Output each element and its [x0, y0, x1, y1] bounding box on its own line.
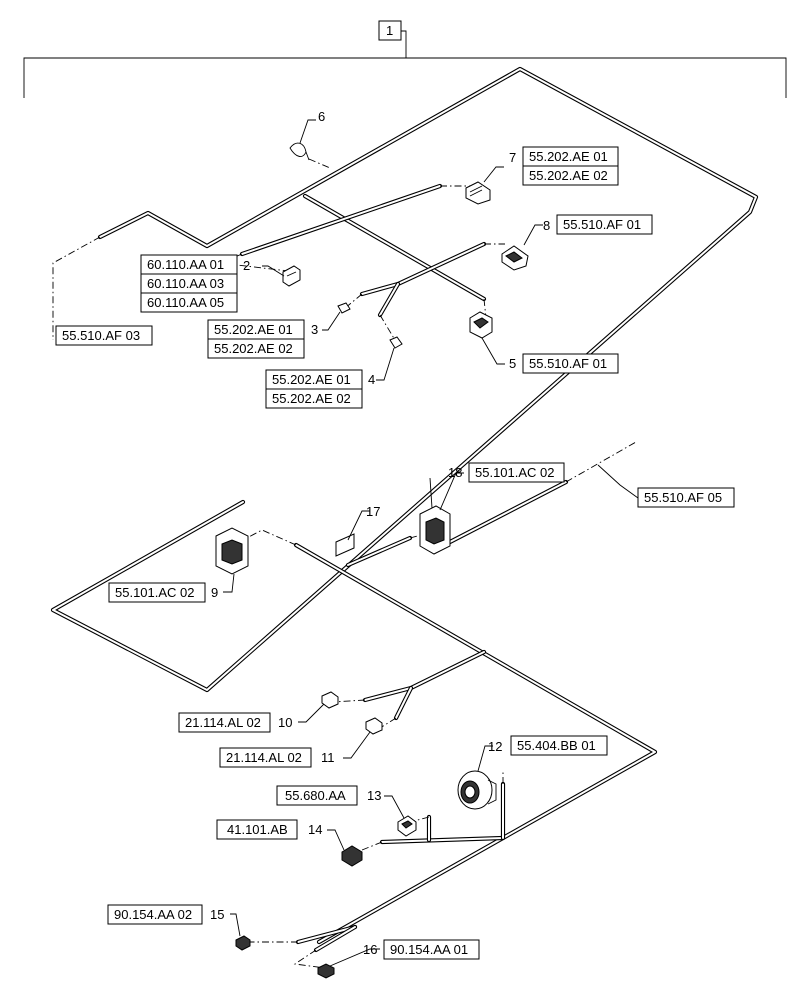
part-10-connector: [321, 691, 339, 709]
continuation-lines: [52, 158, 637, 969]
item-4-ref-2: 55.202.AE 02: [272, 391, 351, 406]
item-3-ref-2-box: [207, 338, 305, 359]
item-11-ref-1-box: [219, 747, 312, 768]
part-15-connector: [235, 935, 251, 951]
item-4-ref-2-box: [265, 388, 363, 409]
item-5-ref-1-box: [522, 353, 619, 374]
item-18-ref-1: 55.101.AC 02: [475, 465, 555, 480]
item-2-number: 2: [243, 258, 250, 273]
part-16-connector: [317, 963, 335, 979]
item-2-ref-2: 60.110.AA 03: [147, 276, 224, 291]
item-16-ref-1-box: [383, 939, 480, 960]
item-15-number: 15: [210, 907, 224, 922]
item-9-ref-1: 55.101.AC 02: [115, 585, 195, 600]
item-14-ref-1-box: [216, 819, 298, 840]
part-6-clip: [289, 142, 310, 161]
item-3-ref-2: 55.202.AE 02: [214, 341, 293, 356]
item-8-ref-1: 55.510.AF 01: [563, 217, 641, 232]
left-branch-ref: 55.510.AF 03: [62, 328, 140, 343]
item-5-ref-1: 55.510.AF 01: [529, 356, 607, 371]
item-10-number: 10: [278, 715, 292, 730]
connector-parts: [215, 142, 529, 979]
item-13-ref-1-box: [276, 785, 358, 806]
item-8-ref-1-box: [556, 214, 653, 235]
leader-lines: [223, 119, 543, 967]
item-18-number: 18: [448, 465, 462, 480]
item-2-ref-1: 60.110.AA 01: [147, 257, 224, 272]
assembly-bracket: [23, 57, 787, 98]
item-4-ref-1: 55.202.AE 01: [272, 372, 351, 387]
right-branch-ref-box: [637, 487, 735, 508]
item-14-number: 14: [308, 822, 322, 837]
item-10-ref-1: 21.114.AL 02: [185, 715, 261, 730]
item-16-number: 16: [363, 942, 377, 957]
item-12-ref-1: 55.404.BB 01: [517, 738, 596, 753]
part-9-connector: [215, 527, 249, 575]
item-6-number: 6: [318, 109, 325, 124]
item-3-ref-1: 55.202.AE 01: [214, 322, 293, 337]
part-5-connector: [469, 311, 493, 339]
right-branch-leader: [597, 464, 639, 499]
item-2-ref-3: 60.110.AA 05: [147, 295, 224, 310]
item-16-ref-1: 90.154.AA 01: [390, 942, 468, 957]
part-14-connector: [341, 845, 363, 867]
left-branch-ref-box: [55, 325, 153, 346]
item-1-leader: [401, 30, 407, 58]
part-2-connector: [282, 265, 301, 287]
item-15-ref-1: 90.154.AA 02: [114, 907, 192, 922]
item-10-ref-1-box: [178, 712, 271, 733]
item-7-ref-2: 55.202.AE 02: [529, 168, 608, 183]
part-13-connector: [397, 815, 417, 837]
part-12-round-connector: [457, 770, 497, 810]
part-8-connector: [501, 245, 529, 271]
item-13-ref-1: 55.680.AA: [285, 788, 346, 803]
item-14-ref-1: 41.101.AB: [227, 822, 288, 837]
item-9-number: 9: [211, 585, 218, 600]
part-4-terminal: [389, 336, 403, 349]
item-8-number: 8: [543, 218, 550, 233]
item-1-label: 1: [386, 23, 393, 38]
item-11-ref-1: 21.114.AL 02: [226, 750, 302, 765]
assembly-callout: 1: [23, 20, 787, 98]
item-7-ref-1: 55.202.AE 01: [529, 149, 608, 164]
part-17-label: [335, 533, 355, 557]
item-3-number: 3: [311, 322, 318, 337]
item-15-ref-1-box: [107, 904, 203, 925]
right-branch-ref: 55.510.AF 05: [644, 490, 722, 505]
item-2-ref-3-box: [140, 292, 238, 313]
item-11-number: 11: [321, 750, 335, 765]
part-18-connector: [419, 477, 451, 555]
harness-wires: [50, 66, 759, 953]
item-18-ref-1-box: [468, 462, 565, 483]
item-13-number: 13: [367, 788, 381, 803]
branch-10-11: [362, 649, 487, 703]
item-12-number: 12: [488, 739, 502, 754]
item-5-number: 5: [509, 356, 516, 371]
part-7-connector: [465, 181, 491, 205]
item-7-ref-2-box: [522, 165, 619, 186]
item-12-ref-1-box: [510, 735, 608, 756]
item-9-ref-1-box: [108, 582, 206, 603]
item-7-number: 7: [509, 150, 516, 165]
item-4-number: 4: [368, 372, 375, 387]
part-11-connector: [365, 717, 383, 735]
item-1-box: [378, 20, 402, 41]
part-3-terminal: [337, 302, 351, 314]
item-17-number: 17: [366, 504, 380, 519]
